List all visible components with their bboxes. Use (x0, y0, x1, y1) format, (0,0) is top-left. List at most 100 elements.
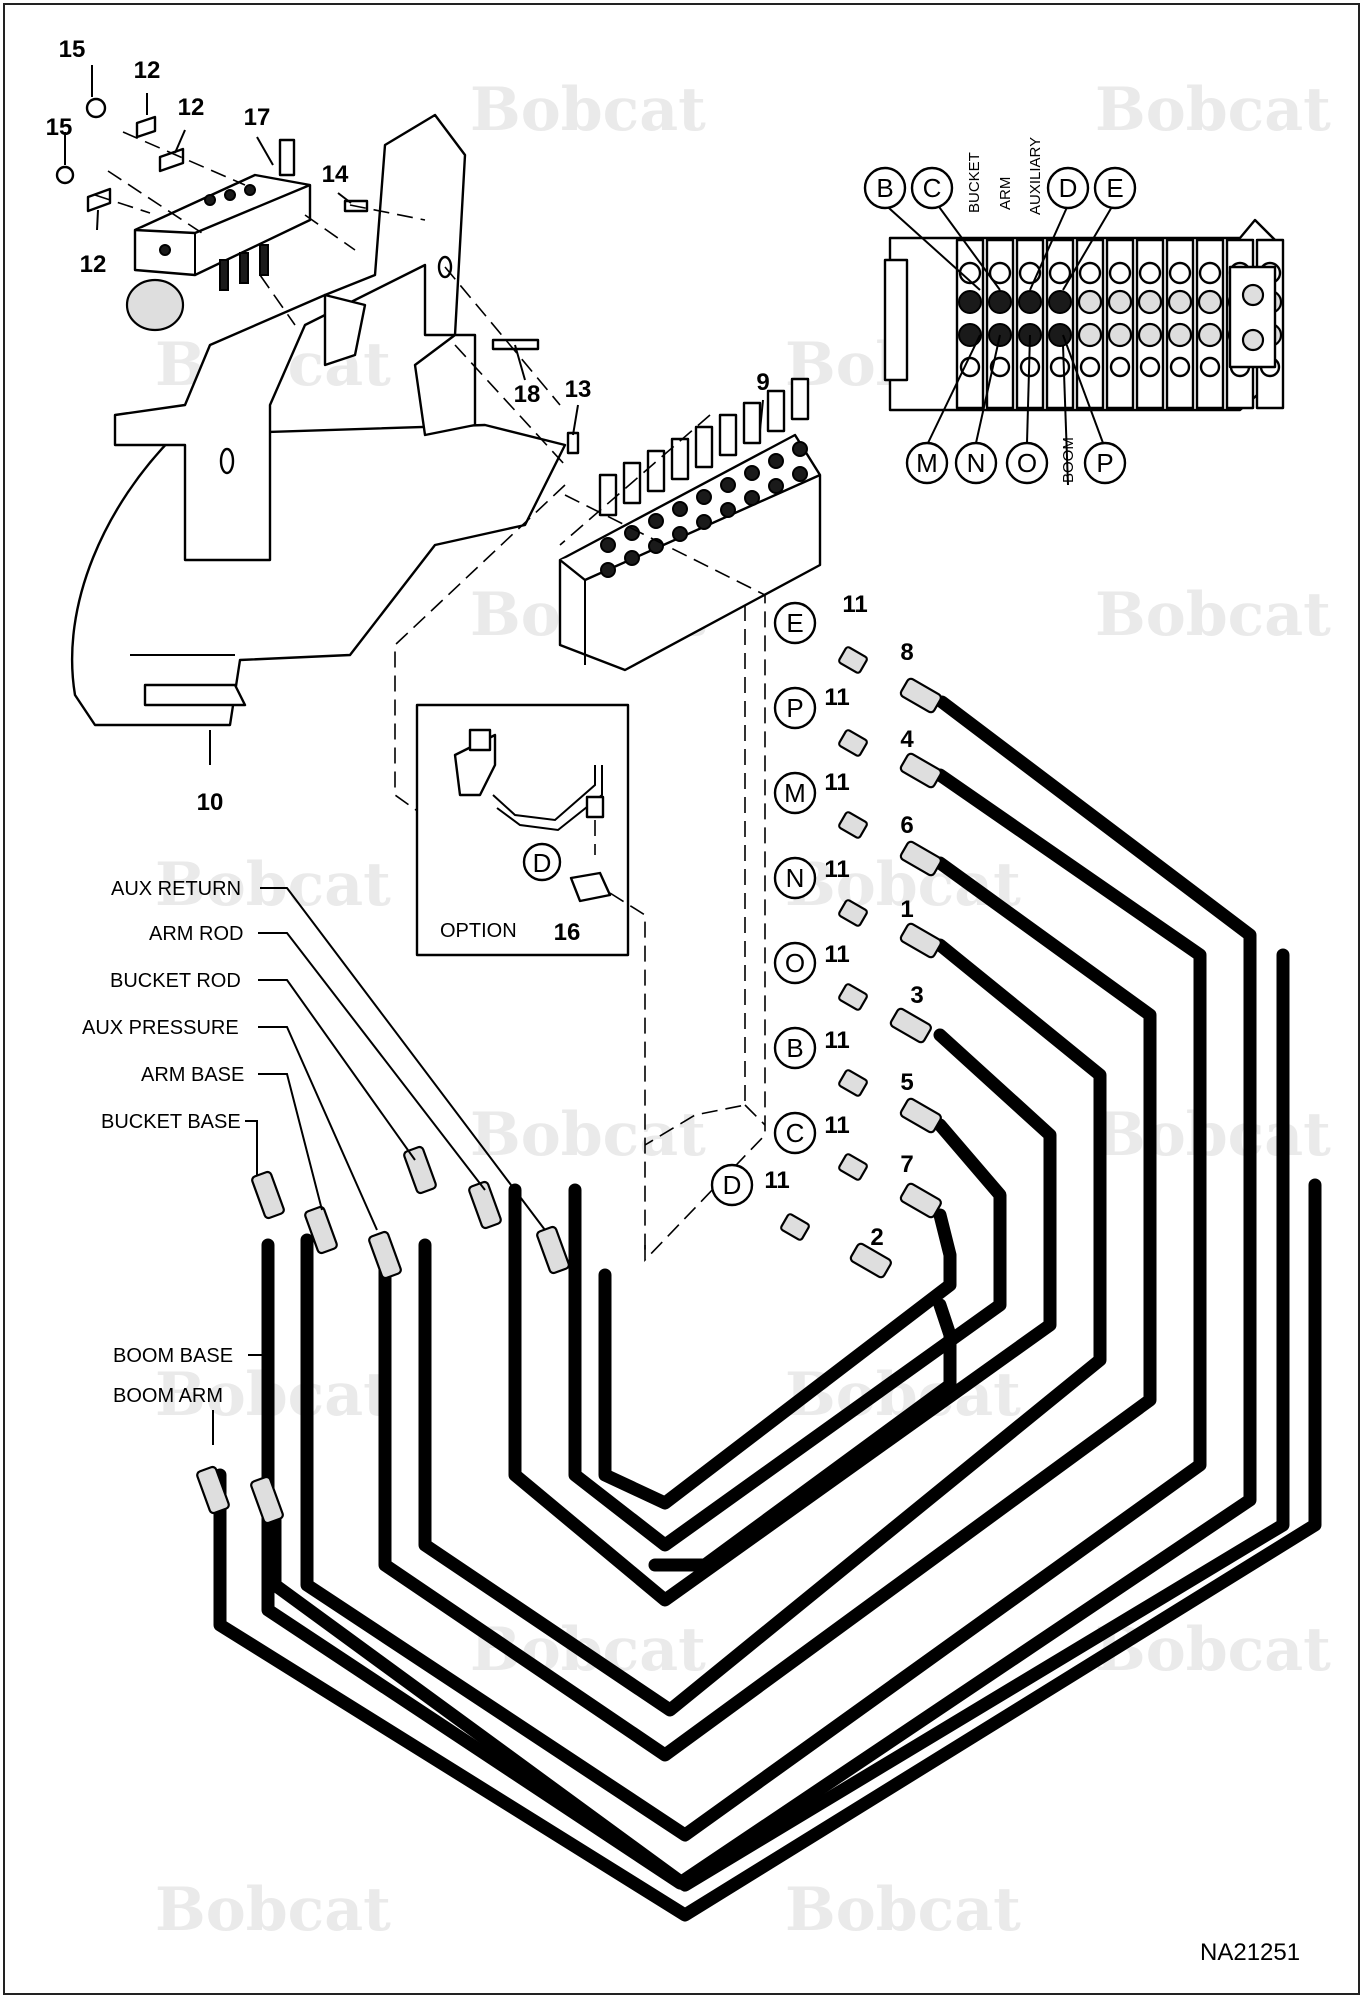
valve-port (768, 453, 784, 469)
valve-port (744, 465, 760, 481)
detail-port-ring (1139, 356, 1161, 378)
detail-letter-circles: B C D E M N O P BUCKET ARM AUXILIARY BOO… (863, 137, 1137, 485)
hose-end-fitting (889, 1007, 932, 1044)
detail-c: C (910, 166, 954, 210)
watermark: Bobcat (785, 850, 1021, 920)
label-bucket: BUCKET (966, 152, 983, 213)
detail-b: B (863, 166, 907, 210)
detail-port-lower (1197, 322, 1223, 348)
part-12-top: 12 (134, 57, 161, 84)
detail-port-upper (1167, 289, 1193, 315)
svg-text:N: N (967, 448, 986, 478)
svg-text:O: O (1017, 448, 1037, 478)
part-18: 18 (514, 381, 541, 408)
part-15-top: 15 (59, 36, 86, 63)
detail-port-upper (1107, 289, 1133, 315)
label-boom-base: BOOM BASE (113, 1345, 233, 1367)
label-auxiliary: AUXILIARY (1027, 137, 1044, 215)
valve-spool (646, 449, 666, 493)
valve-port (648, 513, 664, 529)
detail-port-ring (1199, 356, 1221, 378)
manifold-block (125, 138, 312, 332)
watermark: Bobcat (1095, 580, 1331, 650)
label-arm-base: ARM BASE (141, 1064, 244, 1086)
detail-port-ring (989, 356, 1011, 378)
hose-fittings (196, 646, 942, 1525)
detail-port-ring (1049, 356, 1071, 378)
hose-1: 1 (900, 896, 913, 923)
valve-spool (670, 437, 690, 481)
detail-port-ring (1198, 261, 1222, 285)
svg-text:C: C (786, 1118, 805, 1148)
valve-port (792, 441, 808, 457)
port-e-badge: E (773, 601, 817, 645)
adapter-fitting (838, 1069, 868, 1097)
fitting-11-p: 11 (824, 684, 849, 711)
watermark: Bobcat (470, 1100, 706, 1170)
valve-spool (742, 401, 762, 445)
hose-3: 3 (910, 982, 923, 1009)
fitting-11-o: 11 (824, 941, 849, 968)
svg-text:B: B (786, 1033, 803, 1063)
hose-end-fitting (849, 1242, 892, 1279)
label-aux-return: AUX RETURN (111, 878, 241, 900)
detail-port-upper (1197, 289, 1223, 315)
watermark: Bobcat (1095, 1100, 1331, 1170)
detail-port-upper (1018, 290, 1042, 314)
svg-text:D: D (723, 1170, 742, 1200)
valve-detail-view (879, 199, 1285, 486)
svg-text:O: O (785, 948, 805, 978)
valve-port (792, 466, 808, 482)
hose-end-fitting (468, 1180, 502, 1230)
valve-port (672, 526, 688, 542)
detail-port-lower (1048, 323, 1072, 347)
detail-port-ring (1168, 261, 1192, 285)
port-d-badge: D (710, 1163, 754, 1207)
fitting-11-e: 11 (842, 591, 867, 618)
detail-port-ring (1169, 356, 1191, 378)
adapter-fitting (838, 1153, 868, 1181)
label-boom: BOOM (1060, 437, 1077, 483)
svg-text:C: C (923, 173, 942, 203)
control-valve (558, 377, 822, 672)
svg-text:D: D (1059, 173, 1078, 203)
adapter-fitting (838, 811, 868, 839)
hose-end-fitting (368, 1230, 402, 1280)
detail-e: E (1093, 166, 1137, 210)
hose-end-fitting (403, 1145, 437, 1195)
detail-port-upper (1137, 289, 1163, 315)
detail-port-lower (958, 323, 982, 347)
adapter-fitting (780, 1213, 810, 1241)
hose-end-fitting (536, 1225, 570, 1275)
detail-port-lower (1167, 322, 1193, 348)
watermark: Bobcat (785, 1875, 1021, 1945)
hose-6: 6 (900, 812, 913, 839)
base-plate (70, 423, 567, 727)
detail-port-ring (1109, 356, 1131, 378)
hose-5: 5 (900, 1069, 913, 1096)
detail-p: P (1083, 441, 1127, 485)
watermark: Bobcat (1095, 1615, 1331, 1685)
valve-port (672, 501, 688, 517)
detail-port-upper (988, 290, 1012, 314)
hose-7: 7 (900, 1151, 913, 1178)
detail-n: N (954, 441, 998, 485)
fitting-11-b: 11 (824, 1027, 849, 1054)
hose-end-fitting (899, 840, 942, 877)
svg-text:P: P (1096, 448, 1113, 478)
valve-port (720, 477, 736, 493)
port-letter-circles: E P M N O B C D (710, 601, 817, 1207)
port-p-badge: P (773, 686, 817, 730)
hose-2: 2 (870, 1224, 883, 1251)
part-callouts: 15 12 12 17 15 14 12 18 13 9 10 8 4 6 1 … (46, 36, 924, 1251)
hose-4: 4 (900, 726, 914, 753)
part-9: 9 (756, 369, 769, 396)
part-10: 10 (197, 789, 224, 816)
hose-end-fitting (899, 1097, 942, 1134)
option-box: D OPTION 16 (415, 703, 646, 1255)
svg-text:N: N (786, 863, 805, 893)
part-17: 17 (244, 104, 271, 131)
watermark: Bobcat (1095, 75, 1331, 145)
hose-end-fitting (899, 752, 942, 789)
label-arm-rod: ARM ROD (149, 923, 243, 945)
